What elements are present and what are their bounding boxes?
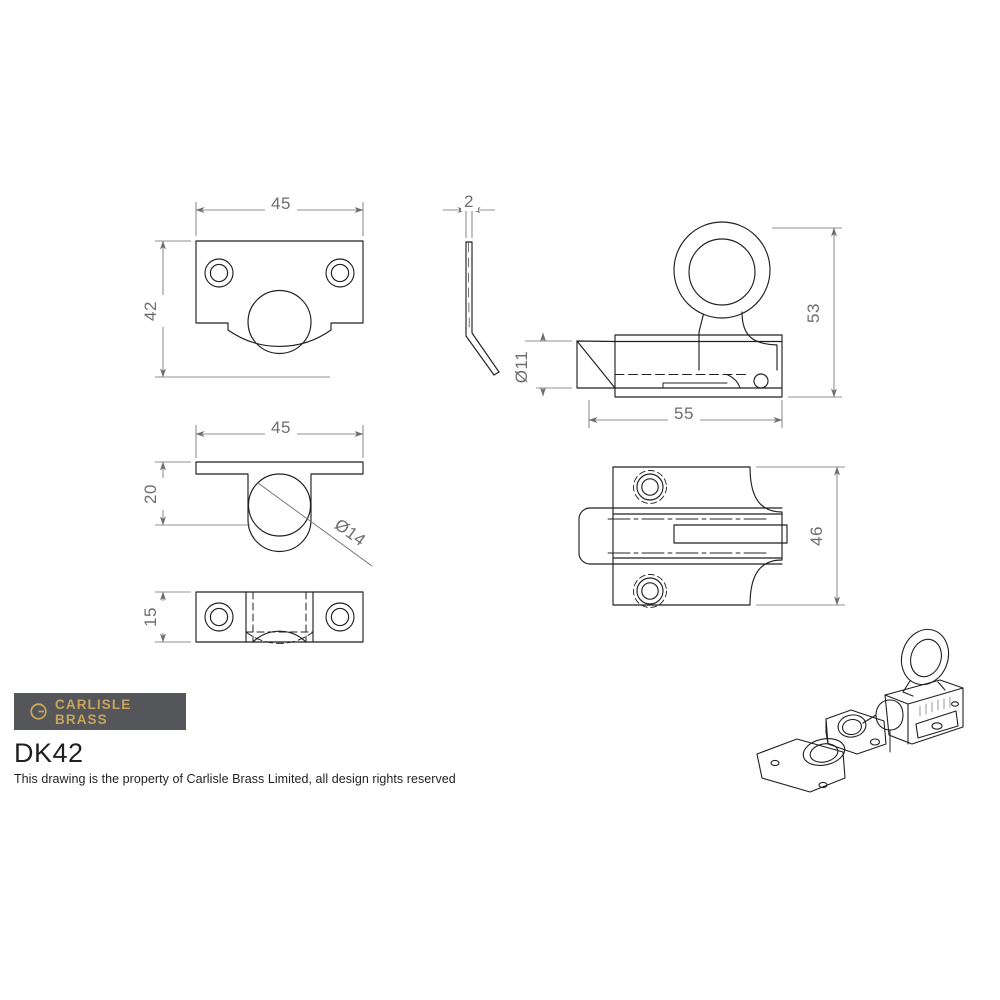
dimension-layer [155, 200, 845, 643]
c-circle-icon [30, 703, 47, 720]
view-front-plate [195, 240, 364, 355]
strip-edge-right [471, 241, 500, 373]
iso-keep-bore-outer [837, 714, 867, 738]
view-bolt-profile [465, 241, 500, 376]
keep-section-outline [195, 461, 364, 553]
keep-plan-recess [252, 630, 307, 643]
dim-label-45-front: 45 [271, 194, 291, 213]
round-boss [247, 289, 312, 355]
dim-label-42: 42 [141, 301, 160, 321]
bolt-plan-hidden [633, 470, 667, 608]
bolt-plan-shaft [578, 507, 614, 565]
brand-name: CARLISLE BRASS [55, 696, 132, 727]
dim-label-53: 53 [804, 303, 823, 323]
view-keep-section [195, 461, 373, 567]
view-keep-plan [195, 591, 364, 644]
dimension-text-layer: 45 42 2 53 55 Ø11 45 20 Ø14 15 46 [141, 192, 831, 633]
keep-plan-outline [195, 591, 364, 643]
keep-plan-hole-right-inner [330, 607, 350, 627]
dim-label-15: 15 [141, 607, 160, 627]
diameter-leader [257, 482, 373, 567]
dim-label-55: 55 [674, 404, 694, 423]
keep-plan-hole-right-outer [325, 602, 355, 632]
iso-strike-hole-right [818, 781, 828, 789]
dim-label-d14: Ø14 [331, 515, 369, 550]
iso-ring-stem-2 [937, 681, 946, 691]
iso-keep-block [825, 709, 887, 755]
keep-plan-hole-left-inner [209, 607, 229, 627]
strip-edge-left [465, 241, 495, 376]
bolt-plan-hole-bottom-inner [641, 582, 659, 600]
bolt-tip-edge [576, 340, 616, 389]
dim-label-20: 20 [141, 484, 160, 504]
iso-keep-hole [869, 738, 881, 746]
iso-bolt-tip [875, 699, 904, 731]
iso-bolt-tip-line [862, 714, 877, 724]
iso-ring-inner [910, 638, 942, 678]
bolt-plan-hole-top-outer [636, 473, 664, 501]
dim-label-d11: Ø11 [512, 351, 531, 383]
part-number: DK42 [14, 738, 84, 768]
strip-hatch [468, 242, 470, 328]
iso-strike-hole-left [770, 759, 780, 767]
keep-plan-recess-hidden [245, 631, 314, 644]
iso-strike-ring-outer [802, 738, 846, 766]
bolt-plan-centrelines [607, 518, 771, 554]
iso-bolt-foot [915, 710, 959, 739]
plate-outline [195, 240, 364, 347]
bolt-tip-chamfer [576, 340, 616, 389]
screw-hole-left-outer [204, 258, 234, 288]
bolt-plan-hole-top-inner [641, 478, 659, 496]
keep-plan-hidden [245, 591, 314, 643]
brand-logo-box: CARLISLE BRASS [14, 693, 186, 730]
view-bolt-side [576, 221, 783, 398]
strip-tip [493, 371, 500, 376]
iso-keep-bore-inner [842, 718, 862, 736]
iso-ring-stem [902, 680, 914, 697]
keep-bore-circle [247, 473, 312, 537]
copyright-notice: This drawing is the property of Carlisle… [14, 772, 456, 786]
iso-strike-ring-inner [809, 743, 839, 763]
iso-keep-left-face [825, 718, 829, 745]
view-bolt-plan [578, 466, 788, 608]
bolt-internal-step [726, 373, 741, 389]
bolt-plan-outline [612, 466, 783, 606]
bolt-plan-hole-bottom-outer [636, 577, 664, 605]
fixing-hole [753, 373, 769, 389]
screw-hole-left-inner [209, 263, 229, 283]
iso-bolt-foot-hole [931, 722, 943, 730]
screw-hole-right-inner [330, 263, 350, 283]
view-isometric [756, 628, 964, 793]
dim-label-46: 46 [807, 526, 826, 546]
ring-stem-right [741, 311, 778, 371]
iso-bolt-hatch [919, 696, 951, 717]
bolt-body-outline [614, 334, 783, 398]
dim-label-2: 2 [464, 192, 474, 211]
ring-pull-outer [673, 221, 771, 319]
slide-knob [673, 524, 788, 544]
iso-strike-plate [756, 738, 846, 793]
iso-bolt-body [884, 679, 964, 745]
screw-hole-right-outer [325, 258, 355, 288]
ring-pull-inner [688, 238, 756, 306]
ring-stem-left [698, 313, 705, 371]
keep-plan-hole-left-outer [204, 602, 234, 632]
dim-label-45-section: 45 [271, 418, 291, 437]
iso-bolt-side-hole [951, 701, 959, 707]
iso-ring-outer [900, 628, 950, 686]
